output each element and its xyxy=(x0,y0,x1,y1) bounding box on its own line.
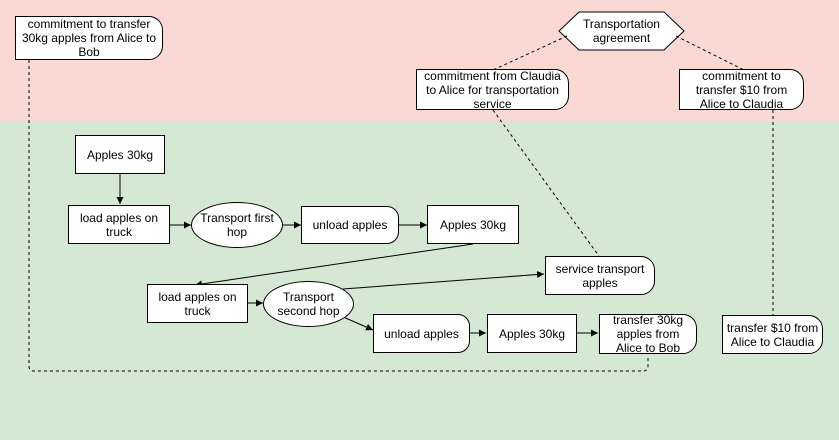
node-unload-2[interactable]: unload apples xyxy=(373,314,470,353)
node-apples-3-label: Apples 30kg xyxy=(498,326,566,341)
node-service-transport[interactable]: service transport apples xyxy=(545,256,655,295)
node-transfer-money-label: transfer $10 from Alice to Claudia xyxy=(726,320,819,349)
node-load-1[interactable]: load apples on truck xyxy=(68,205,170,244)
node-apples-1[interactable]: Apples 30kg xyxy=(75,135,165,174)
node-unload-1-label: unload apples xyxy=(312,218,388,232)
node-transportation-agreement[interactable]: Transportation agreement xyxy=(574,12,669,50)
edge-commitment-transfer xyxy=(28,60,649,372)
node-transport-1-label: Transport first hop xyxy=(200,211,274,239)
node-commitment-apples-label: commitment to transfer 30kg apples from … xyxy=(21,17,157,59)
node-load-1-label: load apples on truck xyxy=(79,210,159,239)
node-unload-2-label: unload apples xyxy=(384,326,459,341)
node-commitment-claudia-label: commitment from Claudia to Alice for tra… xyxy=(424,68,561,111)
edge-agreement-money xyxy=(675,35,745,71)
node-transfer-apples[interactable]: transfer 30kg apples from Alice to Bob xyxy=(599,313,697,355)
node-transport-1[interactable]: Transport first hop xyxy=(191,202,283,248)
node-commitment-money-label: commitment to transfer $10 from Alice to… xyxy=(695,68,788,111)
agreement-hexagon[interactable] xyxy=(558,11,685,51)
node-commitment-apples[interactable]: commitment to transfer 30kg apples from … xyxy=(15,16,163,60)
node-apples-3[interactable]: Apples 30kg xyxy=(487,314,577,353)
node-apples-1-label: Apples 30kg xyxy=(86,147,154,162)
node-transportation-agreement-label: Transportation agreement xyxy=(583,17,660,45)
edge-agreement-claudia xyxy=(492,35,568,71)
node-apples-2[interactable]: Apples 30kg xyxy=(427,205,519,244)
edge-apples2-load2 xyxy=(194,243,474,288)
node-unload-1[interactable]: unload apples xyxy=(301,206,399,244)
node-apples-2-label: Apples 30kg xyxy=(439,217,507,232)
edge-transport2-service xyxy=(342,271,545,290)
node-commitment-money[interactable]: commitment to transfer $10 from Alice to… xyxy=(679,68,804,111)
edge-transport2-unload2 xyxy=(340,315,374,331)
node-transfer-money[interactable]: transfer $10 from Alice to Claudia xyxy=(722,315,823,354)
node-load-2[interactable]: load apples on truck xyxy=(147,284,248,323)
node-transport-2[interactable]: Transport second hop xyxy=(263,281,354,327)
node-transfer-apples-label: transfer 30kg apples from Alice to Bob xyxy=(612,313,684,355)
node-service-transport-label: service transport apples xyxy=(555,261,645,290)
node-transport-2-label: Transport second hop xyxy=(277,290,340,318)
event-lane xyxy=(0,121,839,440)
node-load-2-label: load apples on truck xyxy=(158,289,237,318)
edge-claudia-service xyxy=(492,109,600,257)
node-commitment-claudia[interactable]: commitment from Claudia to Alice for tra… xyxy=(416,68,569,111)
